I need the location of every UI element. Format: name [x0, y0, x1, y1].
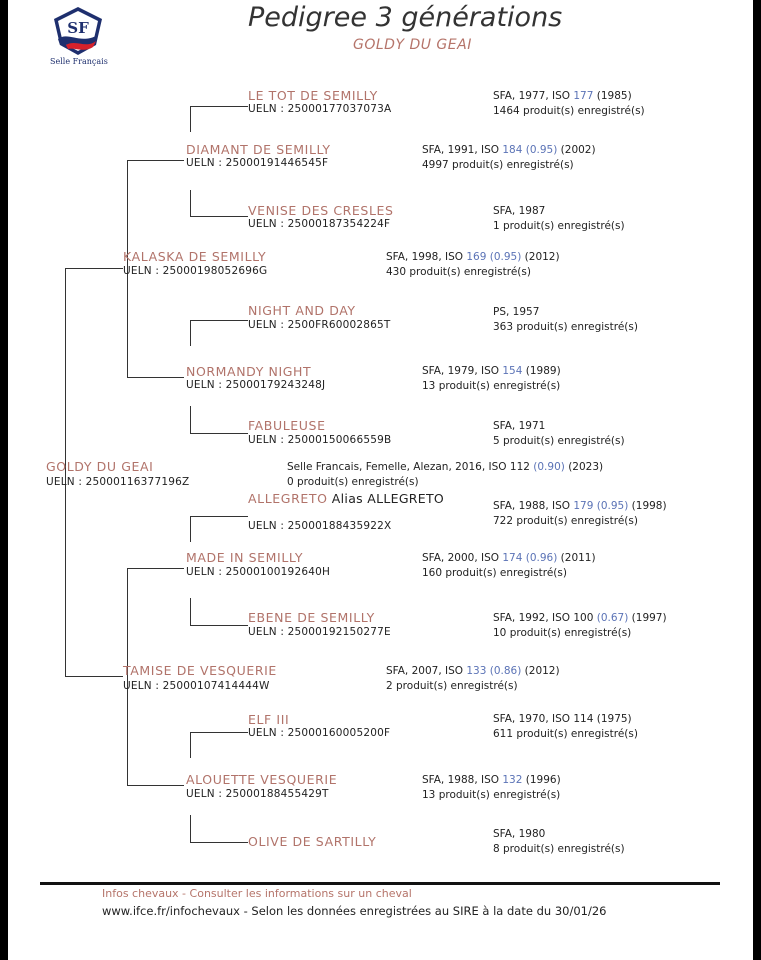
horse-name-goldy-du-geai[interactable]: GOLDY DU GEAI — [46, 459, 154, 474]
horse-name-ebene-de-semilly[interactable]: EBENE DE SEMILLY — [248, 610, 375, 625]
horse-name-alouette-vesquerie[interactable]: ALOUETTE VESQUERIE — [186, 772, 338, 787]
ueln-venise-des-cresles: UELN : 25000187354224F — [248, 218, 391, 230]
info-olive-de-sartilly: SFA, 1980 8 produit(s) enregistré(s) — [493, 828, 625, 855]
info-ebene-de-semilly: SFA, 1992, ISO 100 (0.67) (1997) 10 prod… — [493, 612, 667, 639]
selle-francais-logo: SF — [50, 5, 106, 69]
horse-name-tamise-de-vesquerie[interactable]: TAMISE DE VESQUERIE — [123, 663, 277, 678]
info-fabuleuse: SFA, 1971 5 produit(s) enregistré(s) — [493, 420, 625, 447]
horse-name-venise-des-cresles[interactable]: VENISE DES CRESLES — [248, 203, 394, 218]
horse-name-elf-iii[interactable]: ELF III — [248, 712, 290, 727]
horse-name-kalaska-de-semilly[interactable]: KALASKA DE SEMILLY — [123, 249, 267, 264]
info-allegreto: SFA, 1988, ISO 179 (0.95) (1998) 722 pro… — [493, 500, 667, 527]
info-alouette-vesquerie: SFA, 1988, ISO 132 (1996) 13 produit(s) … — [422, 774, 561, 801]
info-made-in-semilly: SFA, 2000, ISO 174 (0.96) (2011) 160 pro… — [422, 552, 596, 579]
horse-name-olive-de-sartilly[interactable]: OLIVE DE SARTILLY — [248, 834, 377, 849]
info-night-and-day: PS, 1957 363 produit(s) enregistré(s) — [493, 306, 638, 333]
page-subtitle: GOLDY DU GEAI — [353, 37, 472, 53]
horse-name-fabuleuse[interactable]: FABULEUSE — [248, 418, 326, 433]
ueln-diamant-de-semilly: UELN : 25000191446545F — [186, 157, 329, 169]
ueln-elf-iii: UELN : 25000160005200F — [248, 727, 391, 739]
footer-divider — [40, 882, 720, 885]
horse-name-normandy-night[interactable]: NORMANDY NIGHT — [186, 364, 312, 379]
footer-infos-link[interactable]: Infos chevaux - Consulter les informatio… — [102, 887, 412, 900]
ueln-alouette-vesquerie: UELN : 25000188455429T — [186, 788, 329, 800]
ueln-tamise-de-vesquerie: UELN : 25000107414444W — [123, 680, 270, 692]
info-normandy-night: SFA, 1979, ISO 154 (1989) 13 produit(s) … — [422, 365, 561, 392]
horse-name-night-and-day[interactable]: NIGHT AND DAY — [248, 303, 356, 318]
info-goldy-du-geai: Selle Francais, Femelle, Alezan, 2016, I… — [287, 461, 604, 488]
info-tamise-de-vesquerie: SFA, 2007, ISO 133 (0.86) (2012) 2 produ… — [386, 665, 560, 692]
info-diamant-de-semilly: SFA, 1991, ISO 184 (0.95) (2002) 4997 pr… — [422, 144, 596, 171]
horse-name-diamant-de-semilly[interactable]: DIAMANT DE SEMILLY — [186, 142, 331, 157]
ueln-night-and-day: UELN : 2500FR60002865T — [248, 319, 391, 331]
horse-name-le-tot-de-semilly[interactable]: LE TOT DE SEMILLY — [248, 88, 378, 103]
ueln-allegreto: UELN : 25000188435922X — [248, 520, 392, 532]
horse-name-allegreto[interactable]: ALLEGRETO Alias ALLEGRETO — [248, 491, 445, 506]
footer-source-text: www.ifce.fr/infochevaux - Selon les donn… — [102, 904, 607, 918]
horse-name-made-in-semilly[interactable]: MADE IN SEMILLY — [186, 550, 304, 565]
info-venise-des-cresles: SFA, 1987 1 produit(s) enregistré(s) — [493, 205, 625, 232]
ueln-ebene-de-semilly: UELN : 25000192150277E — [248, 626, 391, 638]
ueln-kalaska-de-semilly: UELN : 25000198052696G — [123, 265, 268, 277]
pedigree-page: SF Selle Français Pedigree 3 générations… — [8, 0, 753, 960]
ueln-goldy-du-geai: UELN : 25000116377196Z — [46, 476, 190, 488]
ueln-made-in-semilly: UELN : 25000100192640H — [186, 566, 331, 578]
info-elf-iii: SFA, 1970, ISO 114 (1975) 611 produit(s)… — [493, 713, 638, 740]
ueln-le-tot-de-semilly: UELN : 25000177037073A — [248, 103, 392, 115]
page-title: Pedigree 3 générations — [248, 2, 563, 33]
logo-initials: SF — [67, 19, 89, 37]
alias-label: Alias ALLEGRETO — [327, 491, 445, 506]
logo-caption: Selle Français — [50, 57, 108, 66]
ueln-normandy-night: UELN : 25000179243248J — [186, 379, 326, 391]
info-le-tot-de-semilly: SFA, 1977, ISO 177 (1985) 1464 produit(s… — [493, 90, 645, 117]
info-kalaska-de-semilly: SFA, 1998, ISO 169 (0.95) (2012) 430 pro… — [386, 251, 560, 278]
ueln-fabuleuse: UELN : 25000150066559B — [248, 434, 392, 446]
